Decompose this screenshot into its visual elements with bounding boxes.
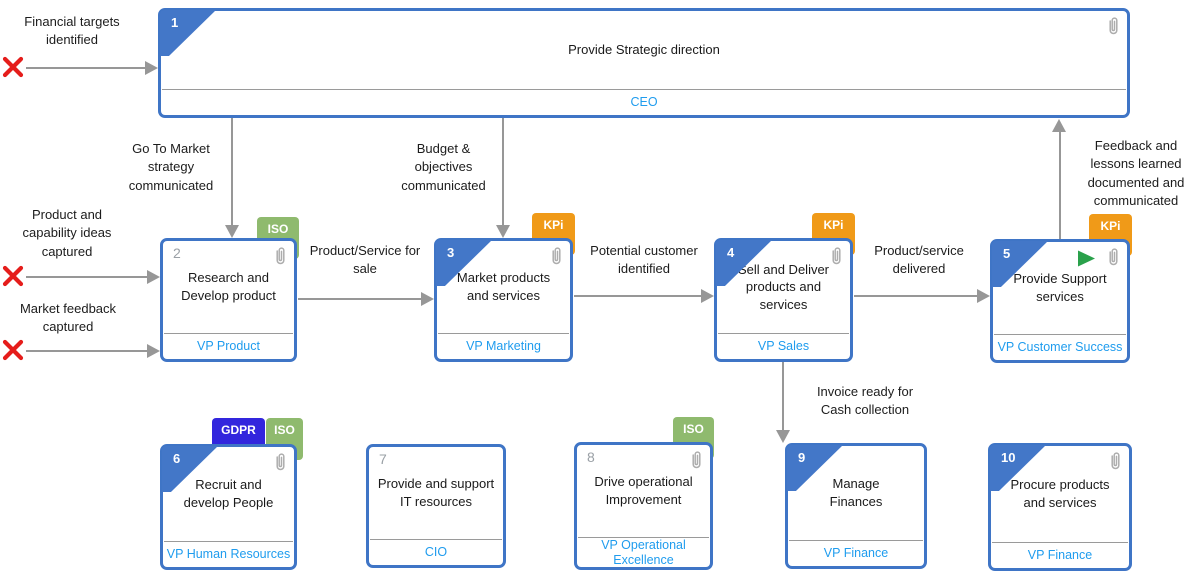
box-number: 10 <box>1001 450 1016 465</box>
box-number: 9 <box>798 450 806 465</box>
paperclip-icon[interactable] <box>1106 16 1121 36</box>
box-title: Provide Support services <box>1013 271 1107 304</box>
box-title: Manage Finances <box>829 476 883 509</box>
process-box-manage-finances[interactable]: 9 Manage Finances VP Finance <box>785 443 927 569</box>
flow-line <box>231 118 233 226</box>
paperclip-icon[interactable] <box>273 246 288 266</box>
box-owner: VP Finance <box>789 540 923 566</box>
arrowhead-icon <box>147 270 160 284</box>
box-owner: VP Finance <box>992 542 1128 568</box>
flow-label: Budget & objectives communicated <box>401 141 486 193</box>
box-title: Provide and support IT resources <box>377 476 495 509</box>
box-title: Sell and Deliver products and services <box>737 261 830 312</box>
box-owner: VP Marketing <box>438 333 569 359</box>
box-number: 3 <box>447 245 455 260</box>
x-icon <box>2 265 24 287</box>
flow-label: Feedback and lessons learned documented … <box>1087 138 1185 209</box>
process-box-provide-support-it[interactable]: 7 Provide and support IT resources CIO <box>366 444 506 568</box>
paperclip-icon[interactable] <box>1106 247 1121 267</box>
flow-line <box>298 298 421 300</box>
box-number: 1 <box>171 15 179 30</box>
box-title: Research and Develop product <box>181 270 276 303</box>
input-label: Product and capability ideas captured <box>22 207 112 259</box>
process-box-drive-operational-improvement[interactable]: 8 Drive operational Improvement VP Opera… <box>574 442 713 570</box>
input-label: Financial targets identified <box>24 14 120 48</box>
box-number: 5 <box>1003 246 1011 261</box>
paperclip-icon[interactable] <box>549 246 564 266</box>
flow-line <box>26 350 147 352</box>
arrowhead-icon <box>977 289 990 303</box>
box-owner: VP Customer Success <box>994 334 1126 360</box>
play-icon[interactable] <box>1077 250 1096 267</box>
arrowhead-icon <box>147 344 160 358</box>
box-number: 2 <box>173 245 181 261</box>
arrowhead-icon <box>1052 119 1066 132</box>
paperclip-icon[interactable] <box>273 452 288 472</box>
arrowhead-icon <box>496 225 510 238</box>
flow-line <box>782 362 784 431</box>
box-number: 8 <box>587 449 595 465</box>
process-box-provide-strategic-direction[interactable]: 1 Provide Strategic direction CEO <box>158 8 1130 118</box>
x-icon <box>2 339 24 361</box>
box-title: Market products and services <box>456 270 551 303</box>
box-number: 7 <box>379 451 387 467</box>
box-owner: VP Product <box>164 333 293 359</box>
flow-label: Product/service delivered <box>874 243 964 277</box>
flow-label: Invoice ready for Cash collection <box>816 384 914 418</box>
flow-label: Product/Service for sale <box>309 243 421 277</box>
flow-line <box>1059 132 1061 239</box>
process-box-recruit-develop-people[interactable]: 6 Recruit and develop People VP Human Re… <box>160 444 297 570</box>
flow-line <box>854 295 977 297</box>
process-box-procure-products-services[interactable]: 10 Procure products and services VP Fina… <box>988 443 1132 571</box>
arrowhead-icon <box>701 289 714 303</box>
flow-line <box>26 276 147 278</box>
box-title: Procure products and services <box>1010 477 1110 510</box>
arrowhead-icon <box>776 430 790 443</box>
box-number: 4 <box>727 245 735 260</box>
arrowhead-icon <box>225 225 239 238</box>
input-label: Market feedback captured <box>19 301 117 335</box>
box-title: Provide Strategic direction <box>568 42 720 58</box>
arrowhead-icon <box>145 61 158 75</box>
box-owner: VP Operational Excellence <box>578 537 709 567</box>
process-box-research-develop-product[interactable]: 2 Research and Develop product VP Produc… <box>160 238 297 362</box>
box-number: 6 <box>173 451 181 466</box>
flow-label: Go To Market strategy communicated <box>128 141 214 193</box>
paperclip-icon[interactable] <box>829 246 844 266</box>
arrowhead-icon <box>421 292 434 306</box>
x-icon <box>2 56 24 78</box>
process-box-provide-support-services[interactable]: 5 Provide Support services VP Customer S… <box>990 239 1130 363</box>
box-owner: CIO <box>370 539 502 565</box>
process-box-sell-deliver[interactable]: 4 Sell and Deliver products and services… <box>714 238 853 362</box>
paperclip-icon[interactable] <box>1108 451 1123 471</box>
box-title: Recruit and develop People <box>183 477 274 510</box>
flow-line <box>26 67 146 69</box>
flow-line <box>574 295 701 297</box>
box-owner: VP Human Resources <box>164 541 293 567</box>
process-box-market-products-services[interactable]: 3 Market products and services VP Market… <box>434 238 573 362</box>
box-title: Drive operational Improvement <box>594 474 693 507</box>
box-owner: VP Sales <box>718 333 849 359</box>
paperclip-icon[interactable] <box>689 450 704 470</box>
box-owner: CEO <box>162 89 1126 115</box>
flow-line <box>502 118 504 226</box>
flow-label: Potential customer identified <box>590 243 698 277</box>
